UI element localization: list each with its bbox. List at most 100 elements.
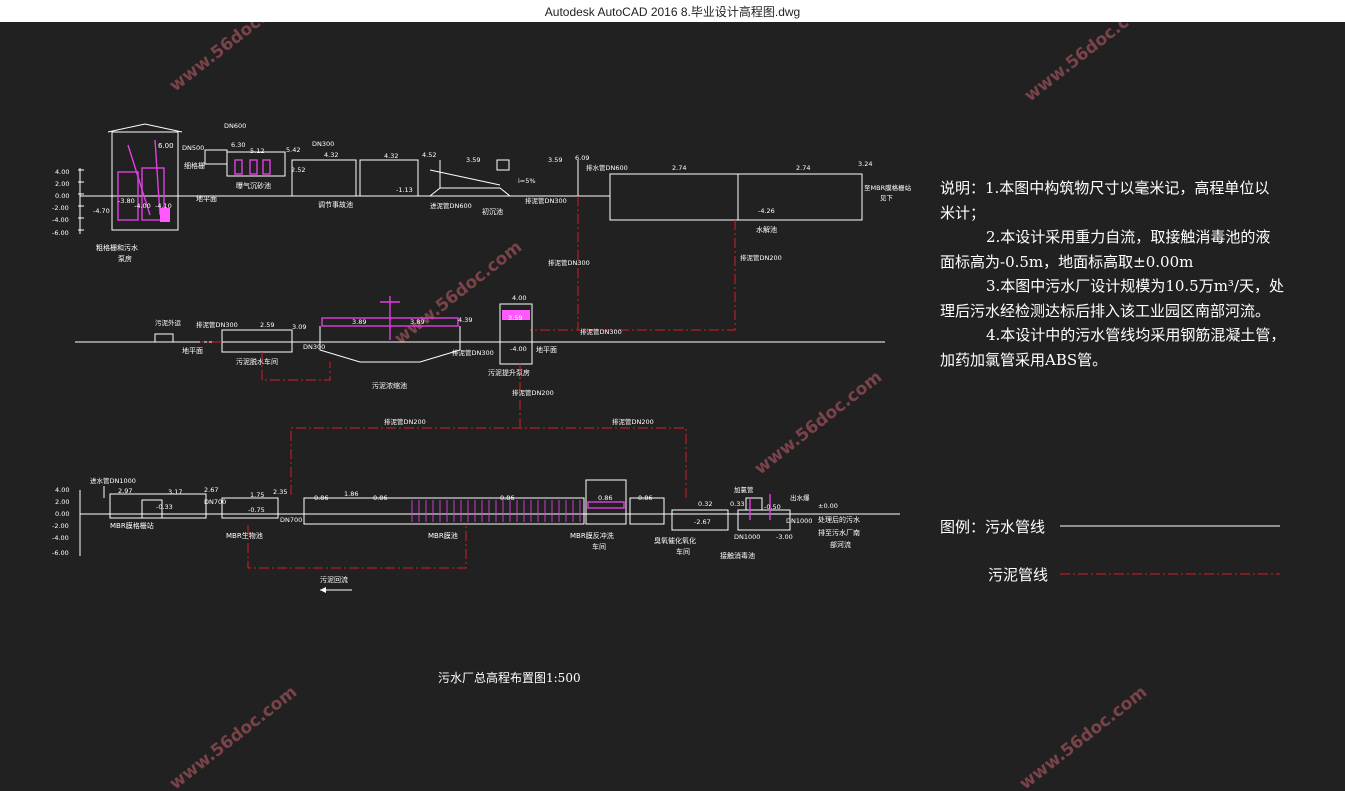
note-line: 说明：1.本图中构筑物尺寸以毫米记，高程单位以 [940, 179, 1270, 197]
svg-text:至MBR膜格栅站: 至MBR膜格栅站 [864, 183, 912, 192]
svg-text:-0.33: -0.33 [156, 503, 173, 511]
svg-text:MBR生物池: MBR生物池 [226, 531, 263, 540]
svg-text:排水管DN600: 排水管DN600 [586, 163, 628, 172]
svg-text:出水爆: 出水爆 [790, 493, 810, 502]
svg-text:污泥回流: 污泥回流 [320, 575, 348, 584]
cad-drawing: .w { stroke:#ffffff; stroke-width:1; fil… [52, 22, 1280, 791]
svg-text:DN1000: DN1000 [734, 533, 760, 541]
svg-text:地平面: 地平面 [196, 194, 217, 203]
svg-text:0.32: 0.32 [698, 500, 712, 508]
svg-text:排泥管DN300: 排泥管DN300 [548, 258, 590, 267]
sludge-pipes-row2-row3: 排泥管DN200 排泥管DN200 污泥回流 [247, 400, 687, 593]
svg-text:5.42: 5.42 [286, 146, 300, 154]
svg-text:DN500: DN500 [182, 144, 204, 152]
note-line: 面标高为-0.5m，地面标高取±0.00m [940, 252, 1194, 271]
svg-text:2.67: 2.67 [204, 486, 218, 494]
window-title-bar: Autodesk AutoCAD 2016 8.毕业设计高程图.dwg [0, 0, 1345, 23]
svg-text:接触消毒池: 接触消毒池 [720, 551, 755, 560]
svg-text:地平面: 地平面 [182, 346, 203, 355]
svg-text:3.24: 3.24 [858, 160, 872, 168]
svg-text:6.09: 6.09 [575, 154, 589, 162]
svg-text:调节事故池: 调节事故池 [318, 200, 353, 209]
svg-text:水解池: 水解池 [756, 225, 777, 234]
svg-text:地平面: 地平面 [536, 345, 557, 354]
svg-text:车间: 车间 [592, 542, 606, 551]
row1-process-profile: 6.00 DN500 DN600 细格栅 -3.80 -4.70 -4.00 -… [80, 122, 912, 263]
svg-text:0.86: 0.86 [638, 494, 652, 502]
svg-text:4.32: 4.32 [384, 152, 398, 160]
note-line: 米计； [940, 203, 986, 222]
watermark: www.56doc.com [166, 682, 301, 791]
elevation-scale-row3: 4.00 2.00 0.00 -2.00 -4.00 -6.00 [52, 486, 81, 557]
note-line: 3.本图中污水厂设计规模为10.5万m³/天，处 [986, 277, 1285, 295]
svg-text:0.86: 0.86 [314, 494, 328, 502]
svg-text:3.59: 3.59 [548, 156, 562, 164]
svg-text:-2.00: -2.00 [52, 204, 69, 212]
legend-prefix: 图例： [940, 518, 986, 536]
svg-text:-4.00: -4.00 [52, 534, 69, 542]
watermark: www.56doc.com [391, 237, 526, 349]
elevation-scale-row1: 4.00 2.00 0.00 -2.00 -4.00 -6.00 [52, 168, 84, 237]
svg-text:DN700: DN700 [280, 516, 302, 524]
row3-process-profile: 进水管DN1000 2.97 3.17 -0.33 MBR膜格栅站 2.67 D… [80, 476, 900, 560]
svg-text:MBR膜反冲洗: MBR膜反冲洗 [570, 531, 614, 540]
svg-text:细格栅: 细格栅 [184, 161, 205, 170]
svg-text:0.00: 0.00 [55, 192, 69, 200]
watermark: www.56doc.com [1016, 682, 1151, 791]
svg-text:3.59: 3.59 [466, 156, 480, 164]
svg-text:4.00: 4.00 [55, 168, 69, 176]
svg-text:6.30: 6.30 [231, 141, 245, 149]
window-title: Autodesk AutoCAD 2016 8.毕业设计高程图.dwg [544, 5, 801, 19]
svg-text:排泥管DN300: 排泥管DN300 [196, 320, 238, 329]
svg-text:2.35: 2.35 [273, 488, 287, 496]
svg-text:粗格栅和污水: 粗格栅和污水 [96, 243, 138, 252]
svg-text:-6.00: -6.00 [52, 549, 69, 557]
svg-text:MBR膜池: MBR膜池 [428, 531, 458, 540]
svg-text:0.00: 0.00 [55, 510, 69, 518]
svg-text:-3.80: -3.80 [118, 197, 135, 205]
svg-text:排泥管DN300: 排泥管DN300 [452, 348, 494, 357]
svg-text:-4.10: -4.10 [155, 202, 172, 210]
svg-text:2.97: 2.97 [118, 487, 132, 495]
svg-text:泵房: 泵房 [118, 254, 132, 263]
svg-text:2.00: 2.00 [55, 180, 69, 188]
note-line: 理后污水经检测达标后排入该工业园区南部河流。 [940, 301, 1271, 320]
svg-text:DN300: DN300 [312, 140, 334, 148]
svg-text:DN1000: DN1000 [786, 517, 812, 525]
svg-text:5.12: 5.12 [250, 147, 264, 155]
note-line: 加药加氯管采用ABS管。 [940, 350, 1108, 369]
svg-text:-2.00: -2.00 [52, 522, 69, 530]
watermarks: www.56doc.com www.56doc.com www.56doc.co… [166, 22, 1156, 791]
svg-text:-2.67: -2.67 [694, 518, 711, 526]
svg-text:4.00: 4.00 [512, 294, 526, 302]
drawing-canvas[interactable]: .w { stroke:#ffffff; stroke-width:1; fil… [0, 22, 1345, 791]
svg-text:DN600: DN600 [224, 122, 246, 130]
svg-text:排至污水厂南: 排至污水厂南 [818, 528, 860, 537]
row2-sludge-profile: 污泥外运 排泥管DN300 地平面 2.59 3.09 污泥脱水车间 DN300… [75, 294, 885, 397]
svg-text:污泥脱水车间: 污泥脱水车间 [236, 357, 278, 366]
svg-text:污泥提升泵房: 污泥提升泵房 [488, 368, 530, 377]
svg-text:3.89: 3.89 [352, 318, 366, 326]
svg-text:4.00: 4.00 [55, 486, 69, 494]
note-line: 2.本设计采用重力自流，取接触消毒池的液 [986, 228, 1271, 246]
watermark: www.56doc.com [751, 367, 886, 479]
svg-text:-3.00: -3.00 [776, 533, 793, 541]
svg-text:-4.70: -4.70 [93, 207, 110, 215]
svg-text:3.17: 3.17 [168, 488, 182, 496]
svg-text:排泥管DN300: 排泥管DN300 [580, 327, 622, 336]
sludge-pipes-row1-row2: 排泥管DN300 排泥管DN200 排泥管DN300 [530, 196, 782, 336]
svg-text:DN300: DN300 [303, 343, 325, 351]
svg-text:污泥浓缩池: 污泥浓缩池 [372, 381, 407, 390]
svg-text:1.75: 1.75 [250, 491, 264, 499]
svg-text:初沉池: 初沉池 [482, 207, 503, 216]
svg-text:排泥管DN300: 排泥管DN300 [525, 196, 567, 205]
svg-text:MBR膜格栅站: MBR膜格栅站 [110, 521, 154, 530]
svg-text:4.52: 4.52 [422, 151, 436, 159]
svg-text:2.74: 2.74 [796, 164, 810, 172]
svg-text:-0.50: -0.50 [764, 503, 781, 511]
svg-text:3.09: 3.09 [292, 323, 306, 331]
svg-text:-4.00: -4.00 [510, 345, 527, 353]
svg-text:DN700: DN700 [204, 498, 226, 506]
svg-text:见下: 见下 [880, 194, 894, 202]
svg-text:4.39: 4.39 [458, 316, 472, 324]
